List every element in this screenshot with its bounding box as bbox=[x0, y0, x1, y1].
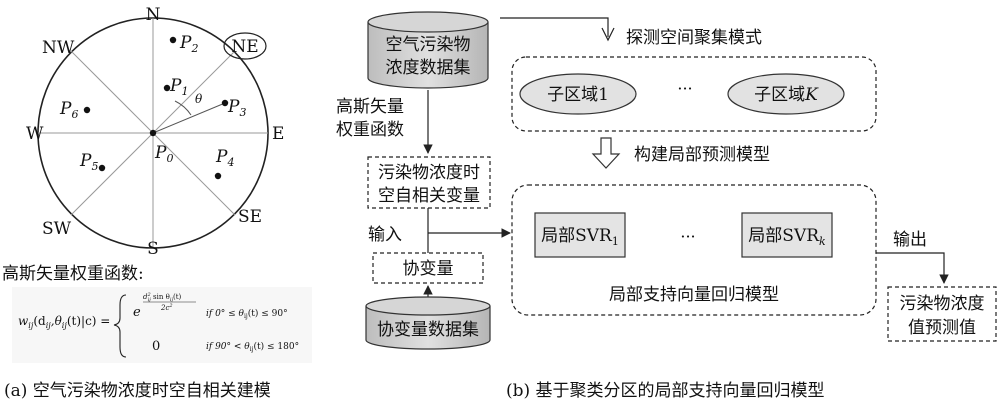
point-p6-label: P6 bbox=[59, 99, 78, 121]
point-p4-dot bbox=[214, 172, 222, 180]
detect-label: 探测空间聚集模式 bbox=[626, 28, 762, 48]
air-dataset-line1: 空气污染物 bbox=[386, 35, 471, 55]
point-p1-dot bbox=[163, 84, 171, 92]
covariate-dataset-label: 协变量数据集 bbox=[377, 320, 479, 340]
build-open-arrow bbox=[591, 137, 621, 169]
subregion-group-box bbox=[511, 56, 877, 132]
compass-e-label: E bbox=[272, 124, 284, 144]
compass-s-label: S bbox=[147, 239, 159, 259]
theta-arc bbox=[174, 100, 192, 116]
compass-n-label: N bbox=[146, 5, 161, 25]
input-label: 输入 bbox=[368, 225, 402, 245]
svr-1-box bbox=[534, 212, 626, 258]
top-open-arrowhead bbox=[601, 27, 615, 42]
local-svr-model-box bbox=[511, 184, 877, 316]
point-p2-label: P2 bbox=[179, 33, 198, 55]
point-p6-dot bbox=[83, 106, 91, 114]
formula-cond2: if 90° < θij(t) ≤ 180° bbox=[206, 341, 299, 353]
subregion-ellipsis: ··· bbox=[677, 79, 692, 98]
subregion-k-label: 子区域K bbox=[754, 85, 819, 105]
gaussian-label-line2: 权重函数 bbox=[336, 120, 404, 140]
point-p0-label: P0 bbox=[154, 143, 173, 165]
formula-zero: 0 bbox=[152, 339, 160, 354]
caption-a: (a) 空气污染物浓度时空自相关建模 bbox=[4, 381, 271, 401]
gaussian-label-line1: 高斯矢量 bbox=[336, 97, 404, 117]
p0-p3-line bbox=[152, 102, 226, 134]
compass-w-label: W bbox=[26, 124, 44, 144]
output-label: 输出 bbox=[893, 230, 927, 250]
subregion-k-ellipse bbox=[727, 73, 845, 115]
svr-k-label: 局部SVRk bbox=[748, 226, 826, 248]
formula-lhs: wij(dij,θij(t)|c) = bbox=[18, 314, 110, 330]
air-pollutant-dataset-cylinder bbox=[367, 11, 489, 89]
point-p5-label: P5 bbox=[79, 151, 98, 173]
compass-nw-label: NW bbox=[42, 38, 75, 58]
covariate-label: 协变量 bbox=[403, 259, 454, 279]
point-p4-label: P4 bbox=[215, 147, 234, 169]
air-dataset-line2: 浓度数据集 bbox=[386, 58, 471, 78]
formula-exp-denominator: 2c2 bbox=[160, 303, 173, 312]
point-p3-label: P3 bbox=[227, 97, 246, 119]
formula-exp-base: e bbox=[133, 305, 141, 320]
prediction-box bbox=[887, 286, 997, 342]
compass-se-label: SE bbox=[238, 207, 262, 227]
svr-1-label: 局部SVR1 bbox=[541, 226, 619, 248]
point-p1-label: P1 bbox=[169, 76, 188, 98]
autocorr-line2: 空自相关变量 bbox=[378, 186, 480, 206]
formula-cond1: if 0° ≤ θij(t) ≤ 90° bbox=[206, 308, 288, 320]
output-arrow bbox=[876, 252, 949, 284]
subregion-1-ellipse bbox=[519, 73, 637, 115]
point-p0-dot bbox=[149, 129, 157, 137]
point-p3-dot bbox=[221, 99, 229, 107]
caption-b: (b) 基于聚类分区的局部支持向量回归模型 bbox=[506, 381, 825, 401]
prediction-line1: 污染物浓度 bbox=[900, 294, 985, 314]
point-p5-dot bbox=[98, 164, 106, 172]
compass-ne-label: NE bbox=[231, 37, 258, 57]
ne-highlight-ellipse bbox=[223, 32, 267, 60]
autocorr-line1: 污染物浓度时 bbox=[378, 163, 480, 183]
svr-ellipsis: ··· bbox=[680, 227, 695, 246]
top-connector-line bbox=[500, 17, 609, 37]
autocorr-variable-box bbox=[367, 156, 491, 209]
formula-title: 高斯矢量权重函数: bbox=[2, 264, 144, 284]
prediction-line2: 值预测值 bbox=[908, 318, 976, 338]
formula-box bbox=[12, 287, 312, 363]
formula-brace bbox=[113, 294, 127, 358]
svr-k-box bbox=[741, 212, 833, 258]
subregion-1-label: 子区域1 bbox=[547, 85, 609, 105]
point-markers bbox=[83, 36, 229, 180]
local-svr-model-title: 局部支持向量回归模型 bbox=[609, 285, 779, 305]
covariate-dataset-cylinder bbox=[365, 296, 491, 350]
point-p2-dot bbox=[169, 36, 177, 44]
theta-label: θ bbox=[195, 92, 203, 106]
compass-sw-label: SW bbox=[42, 219, 72, 239]
build-label: 构建局部预测模型 bbox=[634, 145, 770, 165]
compass-diagram bbox=[37, 17, 269, 249]
